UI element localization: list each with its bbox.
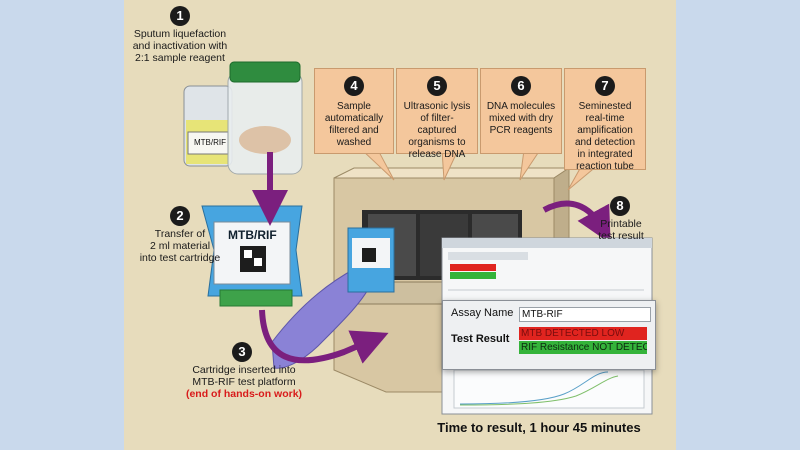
step-7-line-4: and detection [574,137,636,148]
step-6-line-1: DNA molecules [486,101,556,112]
arrow-2-to-3 [259,309,389,364]
step-7-label: Seminested real-time amplification and d… [569,101,641,173]
step-8-line-1: Printable [600,218,642,230]
result-line-rif: RIF Resistance NOT DETECTED [519,341,647,354]
callout-pointers [360,149,600,191]
step-7-line-2: real-time [585,113,625,124]
step-1-line-2: and inactivation with [132,40,228,52]
step-5-number: 5 [427,76,447,96]
cartridge-label: MTB/RIF [228,228,277,242]
step-3-line-2: MTB-RIF test platform [192,376,296,388]
sample-tubes: MTB/RIF [183,61,303,175]
result-line-mtb: MTB DETECTED LOW [519,327,647,340]
diagram-panel: MTB/RIF [124,0,676,450]
step-1-line-3: 2:1 sample reagent [135,52,225,64]
step-4-label: Sample automatically filtered and washed [319,101,389,149]
step-7-line-6: reaction tube [576,161,634,172]
step-3-number: 3 [232,342,252,362]
step-5-label: Ultrasonic lysis of filter-captured orga… [401,101,473,161]
svg-text:MTB/RIF: MTB/RIF [194,138,226,147]
step-7-line-1: Seminested [578,101,632,112]
step-2-label: Transfer of 2 ml material into test cart… [130,228,230,264]
step-6-line-2: mixed with dry [489,113,553,124]
step-8-number: 8 [610,196,630,216]
step-3-note: (end of hands-on work) [185,388,303,400]
result-panel: Assay Name MTB-RIF Test Result MTB DETEC… [442,300,656,370]
step-4-line-3: filtered and [329,125,379,136]
step-3-label: Cartridge inserted into MTB-RIF test pla… [180,364,308,400]
callout-step-4: 4 Sample automatically filtered and wash… [314,68,394,154]
gloved-hand [271,227,395,369]
step-2-line-2: 2 ml material [149,240,211,252]
step-1-label: Sputum liquefaction and inactivation wit… [124,28,240,64]
test-result-label: Test Result [451,333,510,345]
assay-name-value: MTB-RIF [519,307,651,322]
step-5-line-1: Ultrasonic lysis [403,101,471,112]
step-2-line-1: Transfer of [154,228,206,240]
step-7-line-5: in integrated [577,149,633,160]
callout-step-5: 5 Ultrasonic lysis of filter-captured or… [396,68,478,160]
step-8-label: Printable test result [586,218,656,242]
step-4-number: 4 [344,76,364,96]
step-7-line-3: amplification [577,125,633,136]
step-6-label: DNA molecules mixed with dry PCR reagent… [485,101,557,137]
step-1-line-1: Sputum liquefaction [133,28,227,40]
step-6-number: 6 [511,76,531,96]
test-cartridge [201,205,303,307]
step-4-line-2: automatically [324,113,384,124]
step-8-line-2: test result [598,230,644,242]
step-3-line-1: Cartridge inserted into [192,364,296,376]
step-4-line-1: Sample [337,101,371,112]
step-7-number: 7 [595,76,615,96]
step-4-line-4: washed [336,137,372,148]
step-5-line-3: organisms to [408,137,466,148]
step-1-number: 1 [170,6,190,26]
step-2-number: 2 [170,206,190,226]
step-2-line-3: into test cartridge [139,252,221,264]
callout-step-7: 7 Seminested real-time amplification and… [564,68,646,173]
time-to-result: Time to result, 1 hour 45 minutes [437,420,641,435]
assay-name-label: Assay Name [451,307,514,319]
step-5-line-4: release DNA [408,149,466,160]
arrow-to-result [542,200,611,244]
callout-step-6: 6 DNA molecules mixed with dry PCR reage… [480,68,562,154]
step-5-line-2: of filter-captured [417,113,457,136]
step-6-line-3: PCR reagents [489,125,553,136]
